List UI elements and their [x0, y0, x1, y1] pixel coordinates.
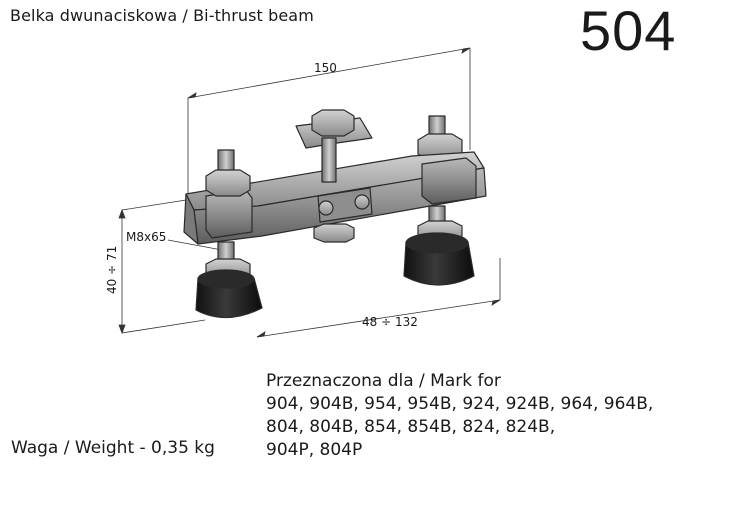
dimension-spacing-label: 48 ÷ 132	[362, 315, 418, 329]
bolt-label: M8x65	[126, 230, 166, 244]
product-weight: Waga / Weight - 0,35 kg	[11, 438, 215, 458]
compatibility-heading: Przeznaczona dla / Mark for	[266, 371, 501, 391]
compatibility-line: 804, 804B, 854, 854B, 824, 824B,	[266, 417, 556, 437]
dimension-length	[187, 47, 471, 200]
compatibility-line: 904P, 804P	[266, 440, 363, 460]
product-code: 504	[580, 0, 677, 62]
compatibility-line: 904, 904B, 954, 954B, 924, 924B, 964, 96…	[266, 394, 654, 414]
dimension-height	[118, 199, 206, 335]
compatibility-block: Przeznaczona dla / Mark for 904, 904B, 9…	[266, 370, 653, 462]
dimension-height-label: 40 ÷ 71	[105, 246, 119, 294]
dimension-length-label: 150	[314, 61, 337, 75]
beam-illustration	[183, 109, 487, 319]
product-title: Belka dwunaciskowa / Bi-thrust beam	[10, 6, 314, 25]
dimension-spacing	[256, 258, 501, 338]
